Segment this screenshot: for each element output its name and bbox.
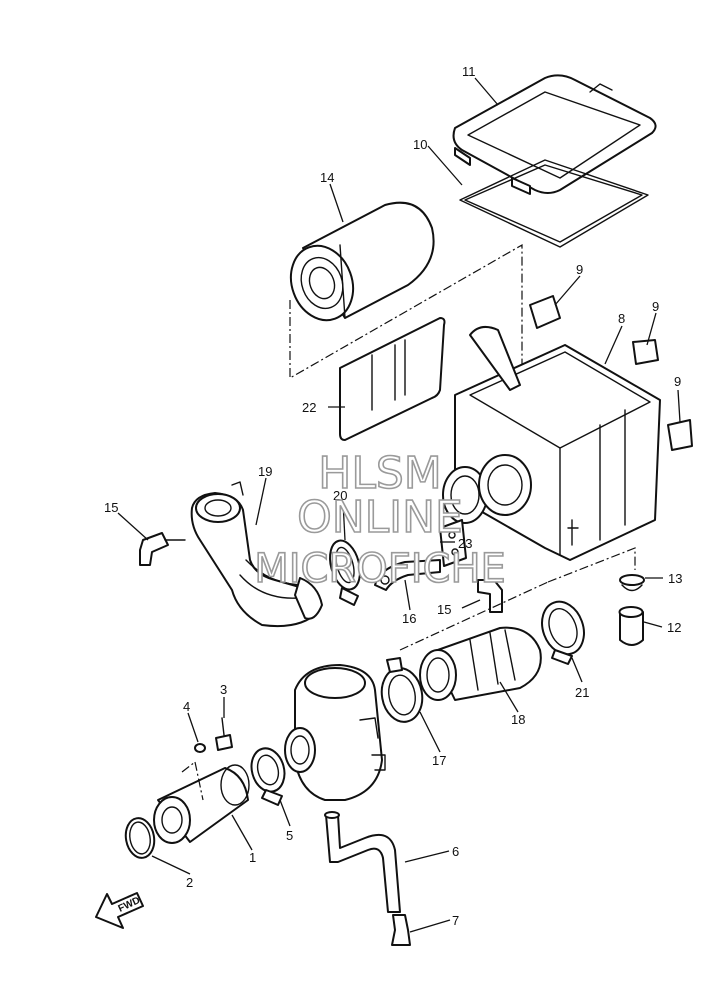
part-15-elbow-right[interactable] — [477, 579, 503, 613]
callout-18: 18 — [511, 712, 525, 727]
callout-22: 22 — [302, 400, 316, 415]
part-10-gasket[interactable] — [459, 159, 649, 248]
part-9-clip-b[interactable] — [632, 339, 659, 365]
callout-13: 13 — [668, 571, 682, 586]
carburetor-body — [284, 664, 386, 801]
callout-14: 14 — [320, 170, 334, 185]
callout-10: 10 — [413, 137, 427, 152]
part-3-bolt[interactable] — [215, 717, 233, 751]
part-1-joint[interactable] — [153, 764, 250, 844]
callout-4: 4 — [183, 699, 190, 714]
callout-15b: 15 — [437, 602, 451, 617]
callout-5: 5 — [286, 828, 293, 843]
part-18-joint[interactable] — [419, 626, 542, 701]
part-9-clip-a[interactable] — [529, 295, 561, 329]
part-23-bracket[interactable] — [439, 519, 467, 567]
callout-17: 17 — [432, 753, 446, 768]
callout-7: 7 — [452, 913, 459, 928]
callout-16: 16 — [402, 611, 416, 626]
guide-line-filter — [289, 243, 523, 440]
guide-line-bolt — [181, 761, 204, 801]
part-9-clip-c[interactable] — [667, 419, 693, 451]
part-16-hose[interactable] — [374, 559, 441, 591]
airbox-outlets — [442, 454, 532, 524]
part-2-o-ring[interactable] — [123, 816, 158, 860]
watermark-line-3: MICROFICHE — [254, 546, 506, 592]
callout-9b: 9 — [652, 299, 659, 314]
guide-line-carb — [399, 581, 549, 651]
part-11-airbox-cover[interactable] — [452, 74, 657, 195]
callout-21: 21 — [575, 685, 589, 700]
part-22-plate[interactable] — [339, 317, 446, 441]
part-13-cap[interactable] — [619, 574, 645, 592]
part-20-clamp[interactable] — [325, 537, 365, 606]
callout-3: 3 — [220, 682, 227, 697]
part-15-elbow-left[interactable] — [139, 532, 186, 566]
part-17-clamp[interactable] — [378, 657, 427, 725]
callout-1: 1 — [249, 850, 256, 865]
part-7-plug[interactable] — [391, 914, 411, 946]
part-8-airbox[interactable] — [454, 325, 661, 561]
fwd-arrow-icon: FWD — [95, 892, 144, 929]
callout-12: 12 — [667, 620, 681, 635]
watermark: HLSM ONLINE MICROFICHE — [253, 447, 506, 593]
watermark-line-2: ONLINE — [297, 492, 463, 543]
callout-9a: 9 — [576, 262, 583, 277]
part-14-air-filter[interactable] — [281, 201, 435, 329]
part-12-drain-cup[interactable] — [618, 606, 644, 646]
callout-11: 11 — [462, 64, 476, 79]
watermark-line-1: HLSM — [318, 448, 442, 499]
callout-2: 2 — [186, 875, 193, 890]
callout-numbers: 11 10 14 9 8 9 9 22 19 15 20 23 16 15 13… — [104, 64, 682, 928]
guide-line-box — [547, 547, 636, 583]
callout-19: 19 — [258, 464, 272, 479]
callout-8: 8 — [618, 311, 625, 326]
part-6-drain-hose[interactable] — [324, 811, 401, 913]
callout-6: 6 — [452, 844, 459, 859]
callout-15a: 15 — [104, 500, 118, 515]
callout-23: 23 — [458, 536, 472, 551]
part-21-clamp[interactable] — [535, 596, 591, 665]
leader-lines — [117, 77, 681, 933]
callout-20: 20 — [333, 488, 347, 503]
part-19-intake-duct[interactable] — [190, 481, 323, 628]
part-5-clamp[interactable] — [247, 745, 289, 806]
callout-9c: 9 — [674, 374, 681, 389]
part-4-washer[interactable] — [194, 743, 206, 753]
